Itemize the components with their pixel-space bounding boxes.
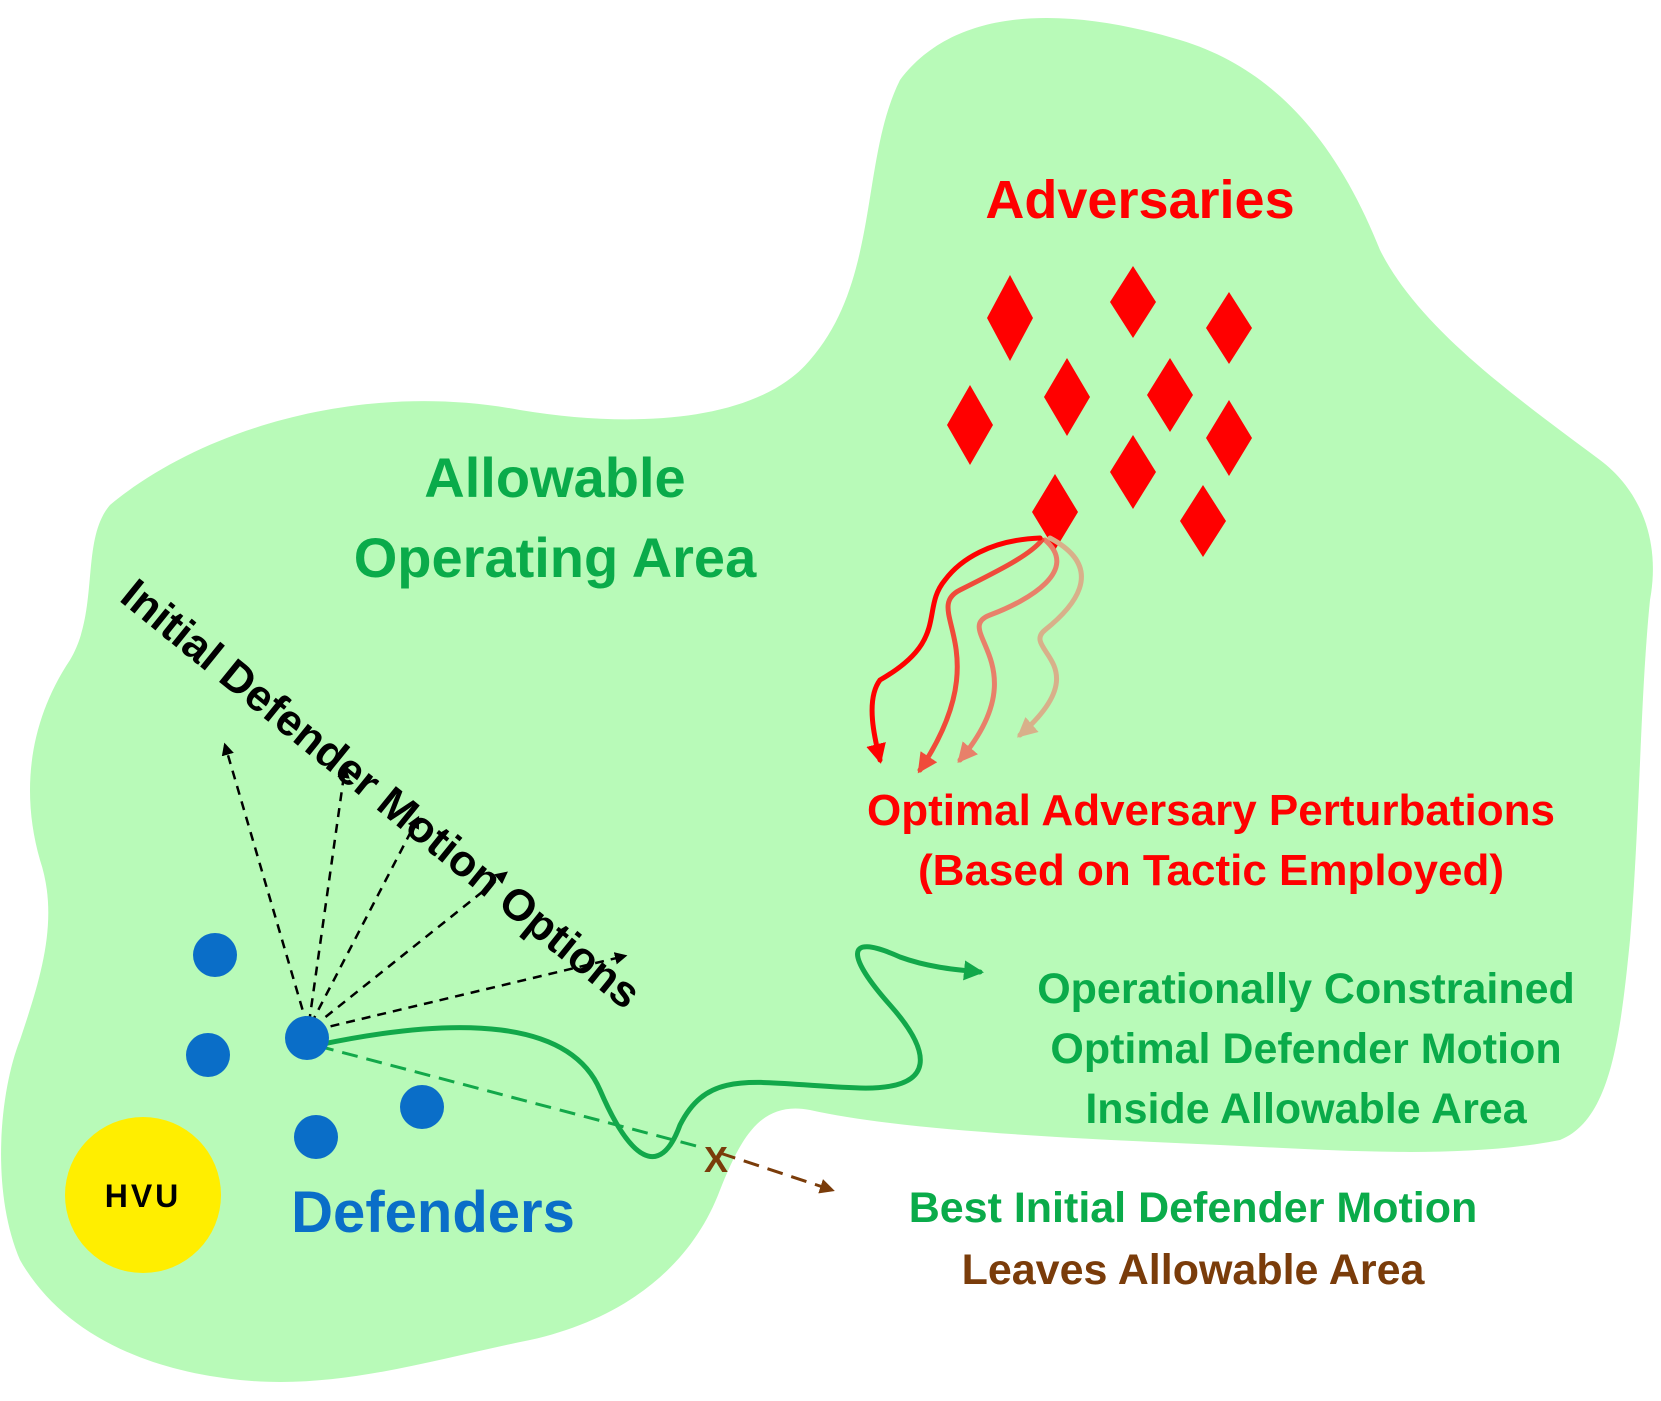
best-motion-label-line1: Best Initial Defender Motion bbox=[909, 1184, 1478, 1232]
perturbation-arrow bbox=[1016, 535, 1084, 738]
motion-option-arrow bbox=[309, 815, 420, 1025]
allowable-area-label-line1: Allowable bbox=[424, 446, 685, 509]
hvu-label: HVU bbox=[105, 1178, 182, 1214]
perturbation-arrow bbox=[866, 535, 1043, 764]
allowable-area-label-line2: Operating Area bbox=[354, 526, 757, 589]
adversary-diamond bbox=[947, 385, 993, 465]
hvu-circle bbox=[65, 1117, 221, 1273]
adversary-diamond bbox=[1110, 435, 1156, 509]
motion-option-arrow bbox=[314, 952, 628, 1032]
best-motion-label-line2: Leaves Allowable Area bbox=[962, 1246, 1426, 1294]
adversary-diamond bbox=[1206, 292, 1252, 364]
adversaries-label: Adversaries bbox=[985, 170, 1294, 230]
defender-group bbox=[186, 933, 444, 1159]
defender-dot bbox=[294, 1115, 338, 1159]
perturbation-arrow bbox=[917, 537, 1045, 774]
adversary-diamond bbox=[1180, 485, 1226, 557]
defender-dot bbox=[186, 1033, 230, 1077]
perturbation-arrow bbox=[957, 537, 1060, 764]
defenders-label: Defenders bbox=[291, 1180, 575, 1245]
adversary-diamond bbox=[1110, 266, 1156, 338]
defender-dot bbox=[193, 933, 237, 977]
constrained-motion-label-line2: Optimal Defender Motion bbox=[1050, 1025, 1561, 1073]
constrained-optimal-motion-path bbox=[315, 944, 984, 1159]
initial-motion-option-arrows bbox=[221, 742, 628, 1032]
adversary-diamond bbox=[987, 275, 1033, 361]
adversary-diamond bbox=[1032, 474, 1078, 550]
constrained-motion-label-line1: Operationally Constrained bbox=[1037, 965, 1575, 1013]
defender-dot bbox=[285, 1016, 329, 1060]
adversary-group bbox=[947, 266, 1252, 557]
defender-dot bbox=[400, 1085, 444, 1129]
perturbations-label-line1: Optimal Adversary Perturbations bbox=[867, 786, 1555, 835]
adversary-diamond bbox=[1147, 358, 1193, 432]
constrained-motion-label-line3: Inside Allowable Area bbox=[1085, 1085, 1527, 1133]
motion-option-arrow bbox=[221, 742, 309, 1026]
best-initial-motion-exit-arrow bbox=[719, 1151, 835, 1194]
adversary-diamond bbox=[1044, 358, 1090, 436]
adversary-diamond bbox=[1206, 400, 1252, 476]
best-initial-motion-line bbox=[317, 1044, 701, 1149]
boundary-exit-x-mark: X bbox=[704, 1139, 728, 1180]
motion-option-arrow bbox=[307, 765, 350, 1024]
allowable-area-region bbox=[1, 17, 1653, 1382]
perturbations-label-line2: (Based on Tactic Employed) bbox=[918, 846, 1504, 895]
perturbation-arrows bbox=[866, 535, 1084, 774]
